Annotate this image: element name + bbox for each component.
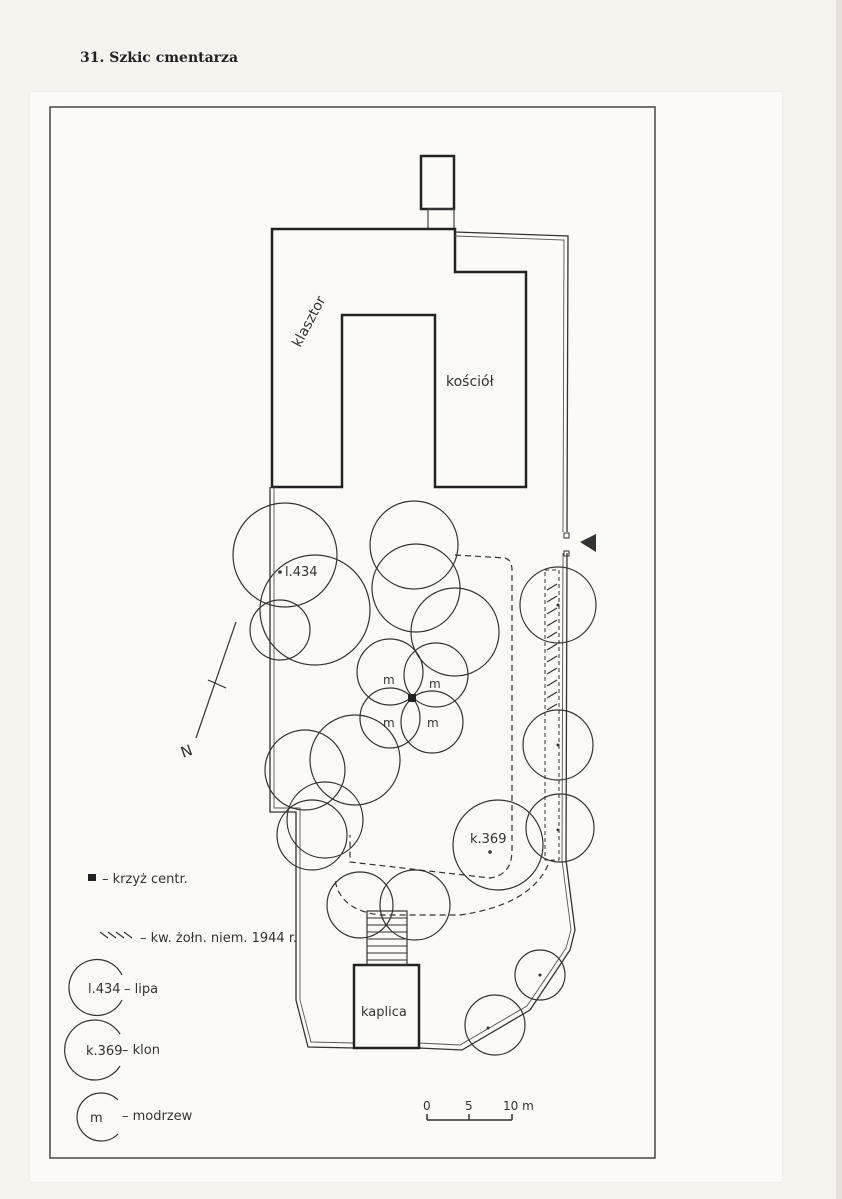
label-north: N: [178, 741, 195, 762]
legend-maple-icon: [64, 1019, 121, 1081]
tree-crowns: [232, 500, 597, 1056]
larch-marker: m: [429, 677, 441, 691]
page-title: 31. Szkic cmentarza: [80, 50, 239, 66]
legend-larch-icon: [76, 1092, 119, 1142]
tower: [419, 154, 456, 211]
legend-larch-symbol: m: [90, 1111, 103, 1126]
legend-larch: – modrzew: [122, 1109, 193, 1124]
label-chapel: kaplica: [361, 1005, 407, 1020]
cemetery-path: [349, 554, 513, 879]
gate-post-bottom: [563, 550, 570, 557]
larch-marker: m: [383, 673, 395, 687]
legend-soldiers-plot: – kw. żołn. niem. 1944 r.: [140, 931, 297, 946]
church-monastery-outline: [270, 227, 528, 489]
legend-maple: – klon: [122, 1043, 160, 1058]
gate-post-top: [563, 532, 570, 539]
tree-trunks: [278, 570, 560, 1030]
legend-maple-symbol: k.369: [86, 1044, 122, 1059]
scale-tick-5: 5: [465, 1099, 473, 1113]
cemetery-wall-inner: [273, 235, 572, 1046]
cemetery-path-lower: [334, 864, 549, 916]
chapel-stairs-steps: [367, 917, 407, 961]
cemetery-wall: [269, 231, 576, 1051]
chapel-stairs: [366, 910, 408, 966]
label-linden-tree: l.434: [285, 565, 318, 580]
legend-hatch-icon: [99, 931, 133, 939]
north-arrow-icon: [195, 621, 237, 739]
scale-bar: [426, 1114, 513, 1121]
page-edge: [836, 0, 842, 1199]
label-church: kościół: [446, 374, 494, 390]
scale-tick-10: 10 m: [503, 1099, 534, 1113]
legend-cross-icon: [88, 874, 96, 881]
legend-linden: – lipa: [124, 982, 158, 997]
legend-central-cross: – krzyż centr.: [102, 872, 188, 887]
larch-marker: m: [383, 716, 395, 730]
label-maple-tree: k.369: [470, 832, 506, 847]
legend-linden-symbol: l.434: [88, 982, 121, 997]
central-cross-icon: [408, 694, 416, 702]
soldiers-plot: [544, 569, 560, 861]
drawing-sheet: [30, 92, 782, 1182]
larch-marker: m: [427, 716, 439, 730]
entrance-arrow-icon: [580, 534, 596, 552]
label-monastery: klasztor: [289, 294, 329, 350]
scale-tick-0: 0: [423, 1099, 431, 1113]
soldiers-plot-hatching: [546, 583, 558, 711]
drawing-frame: [49, 106, 656, 1159]
tower-base: [427, 208, 455, 230]
legend-linden-icon: [68, 958, 123, 1017]
